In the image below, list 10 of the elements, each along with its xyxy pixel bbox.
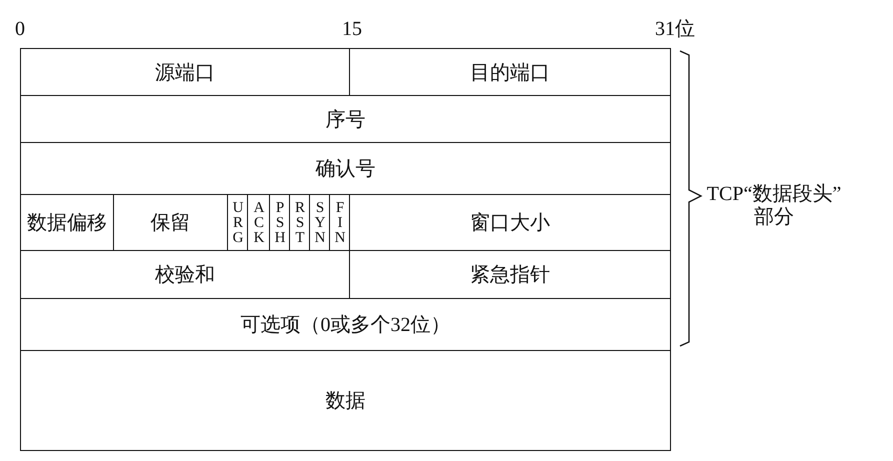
field-cell: 确认号: [20, 142, 671, 195]
data-cell: 数据: [20, 350, 671, 451]
brace-label: TCP“数据段头”部分: [706, 183, 842, 229]
field-cell: 序号: [20, 95, 671, 143]
field-cell: 目的端口: [349, 48, 671, 96]
bit-number: 15: [342, 18, 362, 41]
field-cell: 源端口: [20, 48, 350, 96]
bit-number: 31位: [655, 18, 695, 41]
field-cell: 可选项（0或多个32位）: [20, 298, 671, 351]
bit-number: 0: [15, 18, 25, 41]
